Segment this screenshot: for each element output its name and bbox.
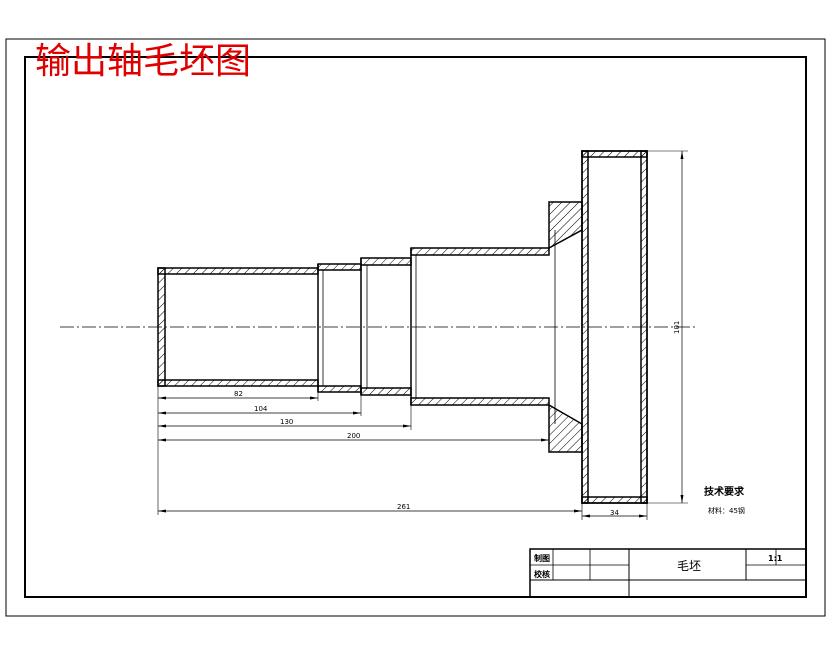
dim-261: 261	[397, 503, 410, 511]
dim-104: 104	[254, 405, 268, 413]
segment-2-top-allowance	[317, 263, 362, 271]
segment-4-bottom-allowance	[410, 397, 550, 406]
drawing-title: 输出轴毛坯图	[35, 41, 251, 82]
title-block-scale: 1:1	[768, 554, 783, 563]
extension-lines	[157, 150, 688, 520]
flange-bottom-allowance	[581, 496, 648, 504]
flange-right-allowance	[640, 150, 648, 504]
title-block	[529, 548, 807, 598]
segment-2-bottom-allowance	[317, 385, 362, 393]
title-block-checked: 校核	[534, 569, 550, 579]
segment-1-end-allowance	[157, 267, 166, 387]
segment-3-top-allowance	[360, 257, 412, 266]
segment-3-bottom-allowance	[360, 387, 412, 396]
shaft-blank	[157, 150, 648, 504]
dim-82: 82	[234, 390, 243, 398]
flange-left-allowance	[581, 150, 589, 504]
material-note: 材料：45钢	[708, 506, 745, 515]
outer-border	[5, 38, 826, 617]
inner-frame	[24, 56, 807, 598]
segment-1-bottom-allowance	[157, 379, 319, 387]
dim-130: 130	[280, 418, 293, 426]
title-block-drawn: 制图	[534, 553, 550, 563]
taper-top-hatch	[548, 201, 583, 250]
dim-101: 101	[673, 321, 681, 334]
taper-bottom-hatch	[548, 403, 583, 453]
flange-outline	[581, 150, 648, 504]
tech-requirements-heading: 技术要求	[704, 485, 745, 498]
title-block-part-name: 毛坯	[677, 559, 701, 573]
dim-200: 200	[347, 432, 360, 440]
dim-34: 34	[610, 509, 619, 517]
dimension-lines	[158, 151, 683, 517]
segment-4-top-allowance	[410, 247, 550, 256]
dimension-arrows	[158, 151, 684, 518]
flange-top-allowance	[581, 150, 648, 158]
segment-1-top-allowance	[157, 267, 319, 275]
